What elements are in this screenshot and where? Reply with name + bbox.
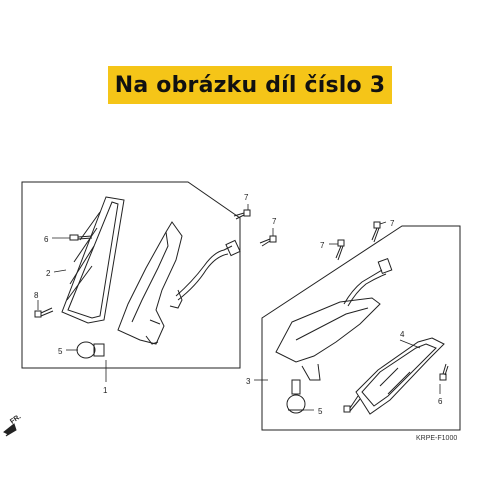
- right-screw: [343, 395, 361, 413]
- part-number-banner: Na obrázku díl číslo 3: [108, 66, 392, 104]
- left-screw: [69, 234, 93, 241]
- right-wire-harness: [343, 269, 383, 305]
- callout-right-box: 3: [246, 377, 251, 386]
- callout-right-top-screw-b: 7: [390, 219, 395, 228]
- callout-right-lens: 4: [400, 330, 405, 339]
- callout-right-top-screw-a: 7: [320, 241, 325, 250]
- callout-left-screw: 6: [44, 235, 49, 244]
- right-bulb: [286, 379, 306, 414]
- front-arrow-label: FR.: [9, 413, 22, 425]
- right-screw-lens: [439, 363, 449, 381]
- leader-lines: [37, 204, 441, 411]
- callout-right-bulb: 5: [318, 407, 323, 416]
- right-top-screw-b: [371, 221, 381, 243]
- left-bolt: [34, 307, 54, 318]
- left-housing: [117, 221, 183, 345]
- front-arrow-icon: [3, 423, 17, 437]
- left-wire-harness: [175, 245, 233, 297]
- left-top-screw-b: [259, 235, 277, 247]
- callout-left-bolt: 8: [34, 291, 39, 300]
- callout-left-top-screw-b: 7: [272, 217, 277, 226]
- right-housing: [275, 297, 381, 381]
- left-lens: [61, 196, 125, 324]
- callout-left-lens: 2: [46, 269, 51, 278]
- left-connector: [225, 239, 241, 257]
- left-bulb: [76, 341, 105, 359]
- diagram-code: KRPE-F1000: [416, 435, 457, 442]
- right-connector: [377, 258, 393, 274]
- left-top-screw-a: [233, 209, 251, 220]
- callout-right-screw: 6: [438, 397, 443, 406]
- right-lens: [355, 337, 445, 415]
- banner-text: Na obrázku díl číslo 3: [114, 72, 386, 98]
- callout-left-box: 1: [103, 386, 108, 395]
- callout-left-top-screw-a: 7: [244, 193, 249, 202]
- right-assembly-outline: [261, 225, 461, 431]
- right-top-screw-a: [335, 239, 345, 261]
- callout-left-bulb: 5: [58, 347, 63, 356]
- left-assembly-outline: [21, 181, 241, 369]
